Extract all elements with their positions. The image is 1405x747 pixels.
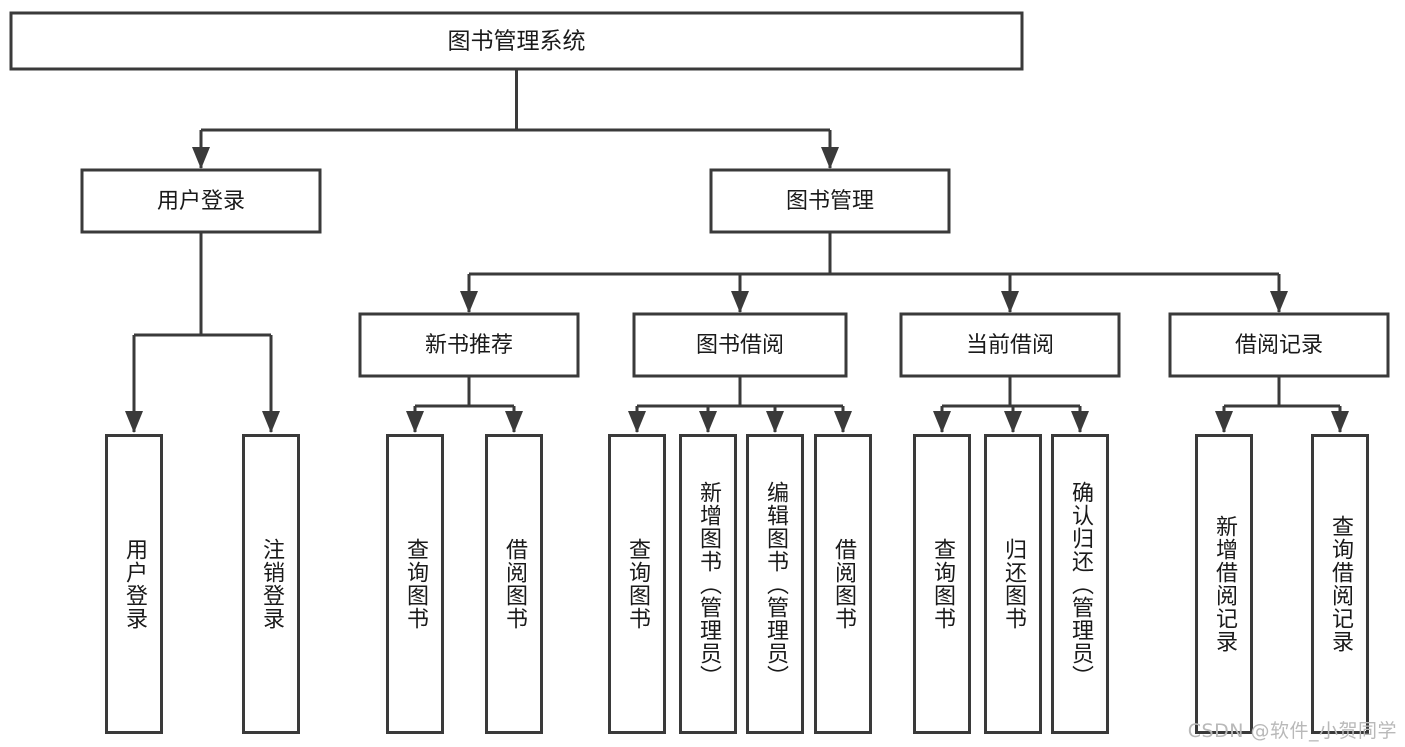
node-leaf-query-book-2[interactable]: 查询图书 xyxy=(608,434,666,734)
arrow-head-icon xyxy=(628,411,646,433)
node-leaf-query-borrow-record-label: 查询借阅记录 xyxy=(1327,515,1353,653)
node-leaf-query-borrow-record[interactable]: 查询借阅记录 xyxy=(1311,434,1369,734)
node-leaf-logout-login-label: 注销登录 xyxy=(258,538,284,630)
arrow-head-icon xyxy=(406,411,424,433)
arrow-head-icon xyxy=(766,411,784,433)
node-book-management-label: 图书管理 xyxy=(786,189,874,214)
node-leaf-query-book-3[interactable]: 查询图书 xyxy=(913,434,971,734)
arrow-head-icon xyxy=(262,411,280,433)
arrow-head-icon xyxy=(125,411,143,433)
node-current-borrow[interactable] xyxy=(899,312,1121,378)
arrow-head-icon xyxy=(1004,411,1022,433)
node-leaf-add-book[interactable]: 新增图书（管理员） xyxy=(679,434,737,734)
node-book-management[interactable] xyxy=(709,168,951,234)
node-current-borrow-label: 当前借阅 xyxy=(966,333,1054,358)
arrow-head-icon xyxy=(1071,411,1089,433)
arrow-head-icon xyxy=(821,147,839,169)
node-leaf-add-borrow-record[interactable]: 新增借阅记录 xyxy=(1195,434,1253,734)
node-leaf-add-book-label: 新增图书（管理员） xyxy=(695,480,721,688)
arrow-head-icon xyxy=(699,411,717,433)
node-leaf-borrow-book-2[interactable]: 借阅图书 xyxy=(814,434,872,734)
node-leaf-return-book[interactable]: 归还图书 xyxy=(984,434,1042,734)
arrow-head-icon xyxy=(1215,411,1233,433)
arrow-head-icon xyxy=(1270,291,1288,313)
node-leaf-borrow-book-1[interactable]: 借阅图书 xyxy=(485,434,543,734)
node-leaf-edit-book-label: 编辑图书（管理员） xyxy=(762,480,788,688)
node-root-label: 图书管理系统 xyxy=(448,29,586,55)
node-leaf-query-book-2-label: 查询图书 xyxy=(624,538,650,630)
node-boxes-group xyxy=(9,11,1390,378)
arrow-head-icon xyxy=(933,411,951,433)
connector-lines-group xyxy=(125,69,1349,433)
node-leaf-edit-book[interactable]: 编辑图书（管理员） xyxy=(746,434,804,734)
watermark-text: CSDN @软件_小贺同学 xyxy=(1187,720,1397,742)
node-book-borrow-label: 图书借阅 xyxy=(696,333,784,358)
node-leaf-return-book-label: 归还图书 xyxy=(1000,538,1026,630)
arrow-head-icon xyxy=(834,411,852,433)
node-leaf-query-book-3-label: 查询图书 xyxy=(929,538,955,630)
node-book-borrow[interactable] xyxy=(632,312,848,378)
node-leaf-logout-login[interactable]: 注销登录 xyxy=(242,434,300,734)
node-borrow-record[interactable] xyxy=(1168,312,1390,378)
node-user-login[interactable] xyxy=(80,168,322,234)
node-new-book-recommend[interactable] xyxy=(358,312,580,378)
node-root[interactable] xyxy=(9,11,1024,71)
node-leaf-user-login-label: 用户登录 xyxy=(121,538,147,630)
arrow-head-icon xyxy=(505,411,523,433)
node-leaf-borrow-book-2-label: 借阅图书 xyxy=(830,538,856,630)
node-leaf-user-login[interactable]: 用户登录 xyxy=(105,434,163,734)
node-leaf-confirm-return-label: 确认归还（管理员） xyxy=(1067,480,1093,688)
node-leaf-borrow-book-1-label: 借阅图书 xyxy=(501,538,527,630)
arrow-head-icon xyxy=(1331,411,1349,433)
node-leaf-confirm-return[interactable]: 确认归还（管理员） xyxy=(1051,434,1109,734)
arrow-head-icon xyxy=(1001,291,1019,313)
node-leaf-query-book-1-label: 查询图书 xyxy=(402,538,428,630)
node-leaf-add-borrow-record-label: 新增借阅记录 xyxy=(1211,515,1237,653)
node-user-login-label: 用户登录 xyxy=(157,189,245,214)
node-borrow-record-label: 借阅记录 xyxy=(1235,333,1323,358)
arrow-head-icon xyxy=(731,291,749,313)
node-leaf-query-book-1[interactable]: 查询图书 xyxy=(386,434,444,734)
node-new-book-recommend-label: 新书推荐 xyxy=(425,333,513,358)
arrow-head-icon xyxy=(192,147,210,169)
arrow-head-icon xyxy=(460,291,478,313)
